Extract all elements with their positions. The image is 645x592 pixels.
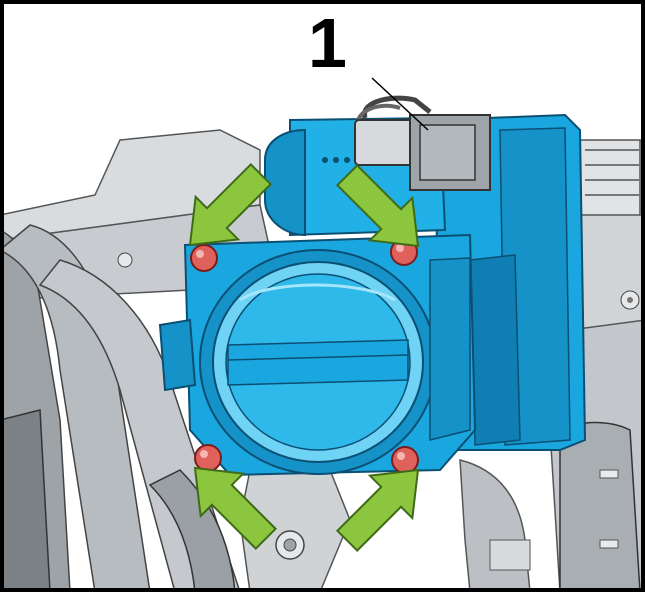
throttle-body [158,113,587,477]
green-pointer-arrow-icon [335,163,420,248]
callout-number-label: 1 [308,4,347,82]
green-pointer-arrow-icon [188,162,273,247]
green-pointer-arrow-icon [193,466,278,551]
green-pointer-arrow-icon [335,468,420,553]
engine-background [0,129,645,592]
callout-leader-line [371,77,429,131]
connector-plug-icon [354,95,491,191]
bolt-marker-icon [190,244,218,272]
bolt-marker-icon [194,444,222,472]
bolt-marker-icon [391,446,419,474]
